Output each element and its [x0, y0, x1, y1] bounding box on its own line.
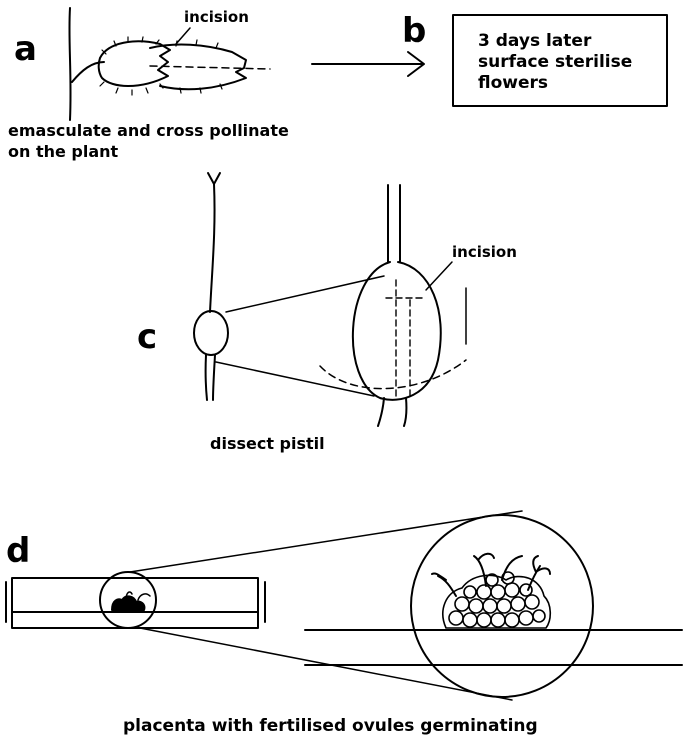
- panel-a-flower: [69, 8, 270, 120]
- panel-a-corolla: [150, 45, 246, 90]
- ovule: [505, 583, 519, 597]
- panel-c-style-large: [388, 185, 400, 262]
- arrow-a-to-b: [312, 52, 424, 76]
- panel-c-incision-label: incision: [452, 243, 517, 261]
- panel-a-letter: a: [14, 29, 37, 69]
- panel-d-seedlings: [432, 554, 550, 596]
- panel-d-magnify-circle-large: [411, 515, 593, 697]
- ovule: [455, 597, 469, 611]
- panel-d-caption: placenta with fertilised ovules germinat…: [123, 716, 538, 736]
- panel-d-shoots-small: [126, 592, 150, 600]
- panel-c-letter: c: [137, 317, 158, 357]
- panel-a-caption-line1: emasculate and cross pollinate: [8, 121, 289, 140]
- panel-b-letter: b: [402, 11, 427, 51]
- ovule: [463, 613, 477, 627]
- panel-d-zoom-line-top: [130, 511, 522, 572]
- seedling-tall: [502, 556, 522, 580]
- seedling-right: [528, 556, 550, 590]
- ovule: [477, 585, 491, 599]
- seedling-left: [432, 573, 456, 596]
- panel-b-box-text: 3 days later surface sterilise flowers: [478, 31, 633, 93]
- ovule: [464, 586, 476, 598]
- panel-a-calyx: [99, 41, 170, 86]
- panel-d-placenta-small: [112, 596, 144, 610]
- panel-b-box: [453, 15, 667, 106]
- ovule: [525, 595, 539, 609]
- panel-c-zoom-line-bottom: [216, 362, 374, 396]
- ovule: [491, 613, 505, 627]
- panel-d-dish-lid: [6, 582, 265, 622]
- panel-c-pedicel-large: [378, 398, 406, 426]
- panel-c-pedicel-small: [206, 355, 215, 400]
- ovule: [477, 613, 491, 627]
- panel-c-stigma: [208, 173, 220, 184]
- panel-a-stem: [69, 8, 70, 120]
- panel-a-incision-line: [150, 66, 270, 69]
- panel-a-bristles: [100, 37, 222, 95]
- panel-c-style-small: [210, 184, 215, 312]
- panel-c-zoom-lines: [216, 276, 384, 396]
- panel-a-incision-label: incision: [184, 8, 249, 26]
- panel-d-cluster-outline: [443, 575, 550, 628]
- ovule: [520, 584, 532, 596]
- panel-c-pistil-large: [320, 185, 466, 426]
- ovule: [449, 611, 463, 625]
- ovule: [491, 585, 505, 599]
- panel-c-zoom-line-top: [226, 276, 384, 312]
- ovule: [505, 613, 519, 627]
- panel-c-incision-pointer: [426, 262, 452, 290]
- panel-a-incision-pointer: [176, 28, 190, 44]
- panel-d-letter: d: [6, 531, 31, 571]
- panel-c-pistil-small: [194, 173, 228, 400]
- arrow-head: [408, 52, 424, 76]
- panel-d-zoom-lines: [130, 511, 522, 700]
- panel-d-magnify-circle-small: [100, 572, 156, 628]
- panel-a-caption-line2: on the plant: [8, 142, 119, 161]
- panel-d-ovule-cluster: [443, 572, 550, 628]
- panel-d-dish: [6, 572, 265, 628]
- panel-a-pedicel: [72, 62, 104, 82]
- panel-d-zoom: [305, 515, 682, 697]
- ovule: [497, 599, 511, 613]
- ovule: [483, 599, 497, 613]
- ovule: [519, 611, 533, 625]
- panel-c-ovary-large: [353, 262, 441, 400]
- panel-c-caption: dissect pistil: [210, 434, 325, 453]
- seedling-mid: [474, 554, 494, 586]
- panel-c-incision-cut: [386, 280, 424, 398]
- ovule: [533, 610, 545, 622]
- panel-c-ovary-small: [194, 311, 228, 355]
- panel-c-flap-arc: [320, 360, 466, 389]
- ovule: [469, 599, 483, 613]
- ovule: [511, 597, 525, 611]
